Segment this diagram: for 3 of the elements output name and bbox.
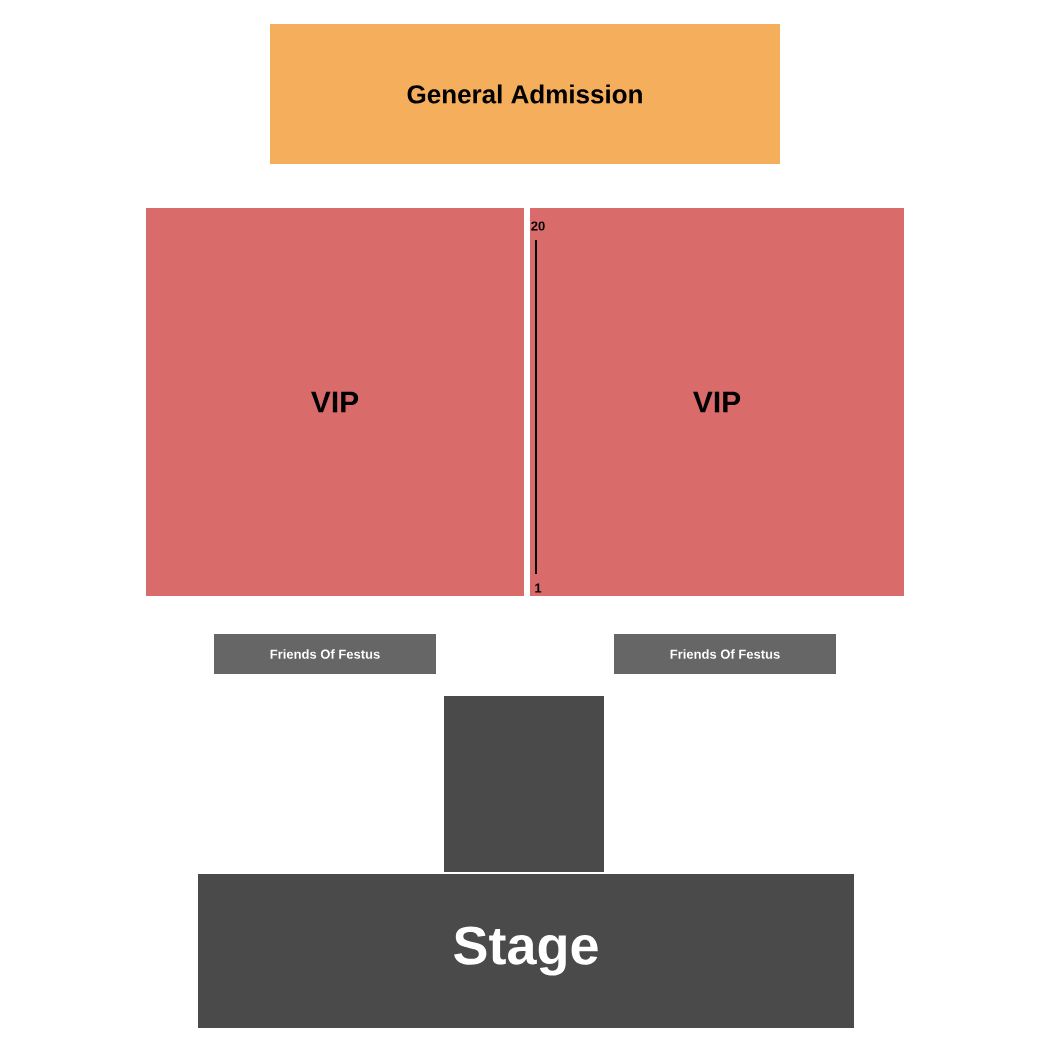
stage-block: Stage	[198, 696, 854, 1028]
section-block: General Admission	[270, 24, 780, 164]
section-block: VIP	[146, 208, 524, 596]
